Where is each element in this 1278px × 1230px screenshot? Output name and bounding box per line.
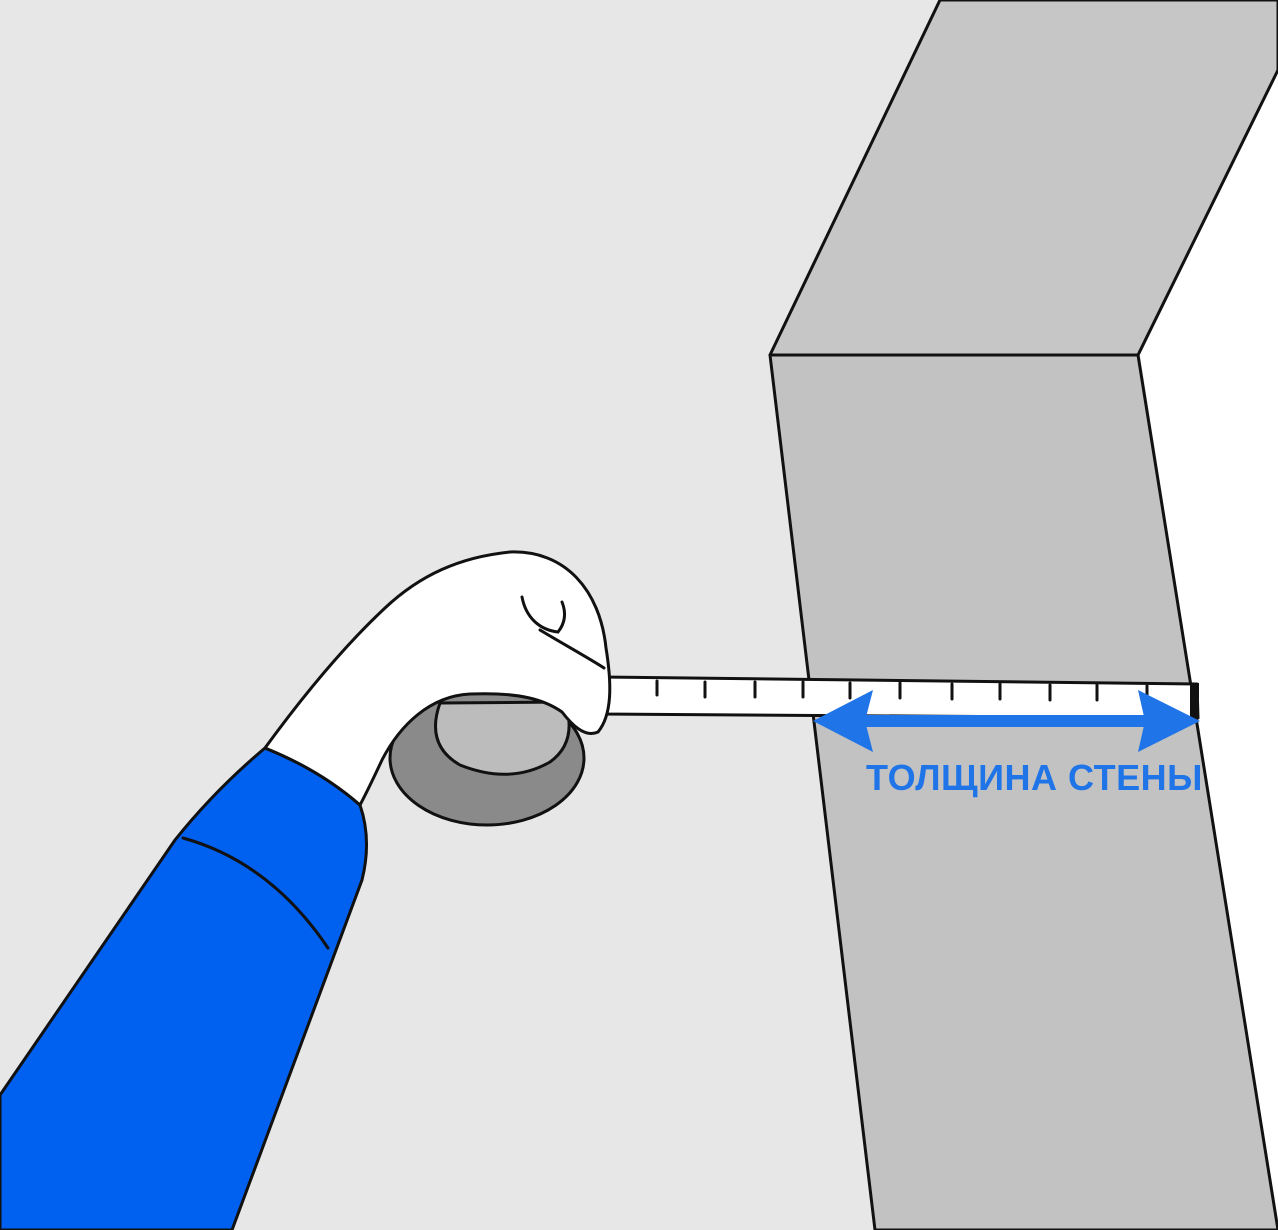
gloved-hand-icon: [263, 550, 612, 807]
wall-thickness-label: ТОЛЩИНА СТЕНЫ: [866, 757, 1203, 798]
tape-case-inner: [434, 700, 571, 776]
wall-top-face: [768, 0, 1278, 357]
tape-ticks: [655, 679, 1149, 703]
thumb-crease: [538, 628, 606, 670]
wall-front-face: [768, 353, 1278, 1230]
knuckle-crease: [520, 595, 567, 634]
double-headed-arrow-icon: [813, 690, 1200, 752]
sleeve-seam: [181, 836, 330, 950]
tape-blade: [598, 675, 1200, 720]
floor-right: [1140, 70, 1278, 1230]
tape-end-hook: [1190, 683, 1199, 719]
tape-measure-icon: [388, 689, 586, 827]
